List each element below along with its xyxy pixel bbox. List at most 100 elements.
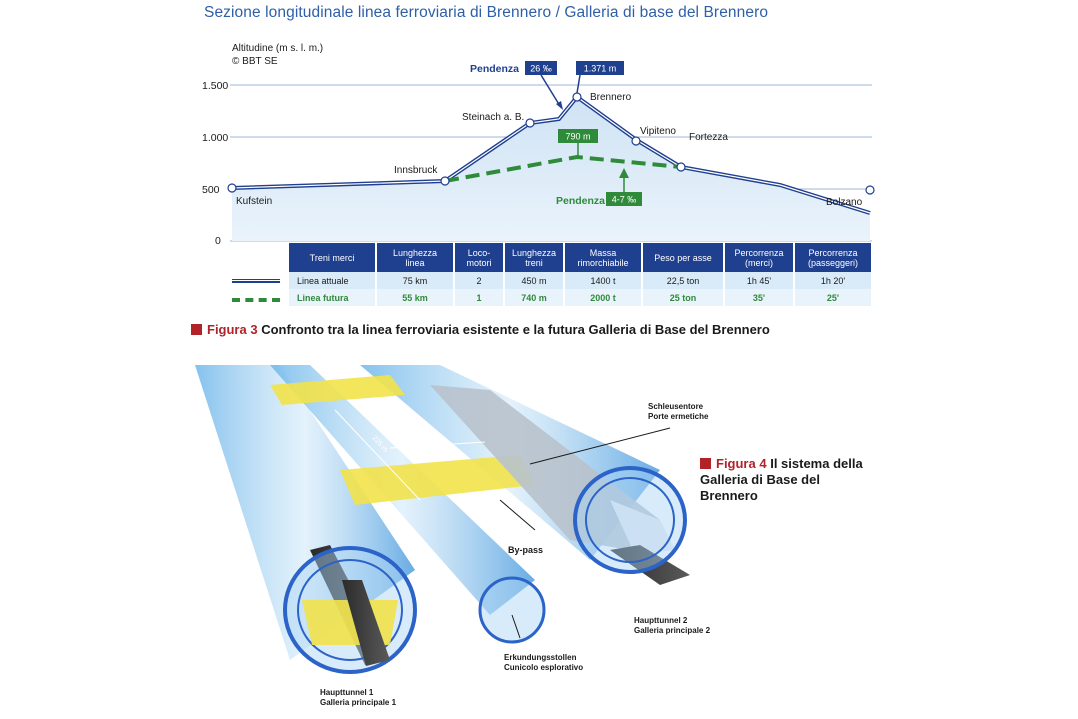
future-line-profile	[444, 154, 682, 183]
station-marker-brennero	[572, 92, 582, 102]
gradient-badge-current	[525, 61, 557, 75]
exploratory-opening	[478, 576, 546, 644]
exploratory-pointer	[511, 614, 521, 639]
station-label-bolzano: Bolzano	[826, 197, 863, 208]
summit-badge-future	[558, 129, 598, 143]
tunnel1-label-it: Galleria principale 1	[320, 698, 397, 707]
col-header-line-2: treni	[525, 257, 543, 268]
tunnel2-label-it: Galleria principale 2	[634, 626, 711, 635]
figure3-text: Confronto tra la linea ferroviaria esist…	[261, 322, 770, 337]
figure4-caption: Figura 4 Il sistema della Galleria di Ba…	[700, 456, 870, 504]
tunnel2-opening	[573, 466, 687, 574]
figure4-number: Figura 4	[716, 456, 767, 471]
col-header-line-2: (merci)	[745, 257, 773, 268]
rail-tunnel2	[610, 545, 690, 585]
tunnel2-label: Haupttunnel 2 Galleria principale 2	[634, 616, 710, 636]
figure4-text: Il sistema della Galleria di Base del Br…	[700, 456, 863, 503]
tunnel2-label-de: Haupttunnel 2	[634, 616, 688, 625]
table-cell: Linea attuale	[289, 272, 377, 289]
page-title: Sezione longitudinale linea ferroviaria …	[204, 4, 769, 21]
tunnel-system-illustration: 225 m 70 m	[195, 365, 690, 674]
station-marker-vipiteno	[631, 136, 641, 146]
dimension-label-short: 70 m	[430, 439, 446, 446]
col-header-line-2: rimorchiabile	[577, 257, 629, 268]
col-header-line-1: Peso per asse	[654, 252, 712, 263]
ytick-0: 0	[215, 235, 221, 247]
bypass-label: By-pass	[508, 545, 544, 555]
gate-pointer	[529, 427, 671, 465]
table-cell: 22,5 ton	[642, 272, 725, 289]
bypass-passage-upper	[270, 375, 405, 405]
summit-badge-current	[576, 61, 624, 75]
station-label-vipiteno: Vipiteno	[640, 126, 676, 137]
pendenza-label-future: Pendenza	[556, 195, 605, 207]
figure3-number: Figura 3	[207, 322, 258, 337]
summit-badge-future-text: 790 m	[565, 132, 590, 142]
ytick-1000: 1.000	[202, 132, 228, 144]
table-row: Linea attuale 75 km 2 450 m 1400 t 22,5 …	[289, 272, 871, 289]
station-marker-bolzano	[865, 185, 875, 195]
train-nose	[610, 500, 675, 555]
table-cell: 1400 t	[564, 272, 643, 289]
ytick-500: 500	[202, 184, 220, 196]
caption-marker-square	[700, 458, 711, 469]
col-header-line-1: Percorrenza	[808, 247, 858, 258]
tunnel2-opening-inner	[585, 477, 675, 563]
table-cell: 2000 t	[564, 289, 643, 306]
y-axis-label: Altitudine (m s. l. m.)	[232, 43, 323, 54]
exploratory-label: Erkundungsstollen Cunicolo esplorativo	[504, 653, 583, 673]
table-cell: Linea futura	[289, 289, 377, 306]
table-cell: 450 m	[504, 272, 565, 289]
train	[430, 385, 660, 550]
station-marker-steinach	[525, 118, 535, 128]
gate-label: Schleusentore Porte ermetiche	[648, 402, 708, 422]
station-label-kufstein: Kufstein	[236, 196, 272, 207]
gradient-pointer-future-head	[619, 168, 629, 178]
dimension-line-long	[334, 409, 421, 501]
col-header-peso-asse: Peso per asse	[642, 243, 725, 272]
col-header-line-1: Treni merci	[309, 252, 355, 263]
table-cell: 1h 20'	[794, 272, 871, 289]
gradient-badge-current-text: 26 ‰	[530, 64, 552, 74]
station-label-brennero: Brennero	[590, 92, 632, 103]
source-credit: © BBT SE	[232, 56, 278, 67]
table-cell: 35'	[724, 289, 795, 306]
col-header-line-1: Percorrenza	[734, 247, 784, 258]
tunnel1-label: Haupttunnel 1 Galleria principale 1	[320, 688, 396, 708]
figure3-caption: Figura 3 Confronto tra la linea ferrovia…	[191, 322, 770, 337]
station-label-fortezza: Fortezza	[689, 132, 728, 143]
terrain-area	[232, 97, 870, 241]
station-marker-fortezza	[676, 162, 686, 172]
gradient-pointer-current	[540, 74, 561, 107]
gate-label-it: Porte ermetiche	[648, 412, 709, 421]
gate-label-de: Schleusentore	[648, 402, 704, 411]
table-cell: 55 km	[376, 289, 455, 306]
col-header-line-1: Loco-	[467, 247, 491, 258]
station-label-innsbruck: Innsbruck	[394, 165, 438, 176]
elevation-profile-chart: Altitudine (m s. l. m.) © BBT SE 1.500 1…	[202, 43, 875, 247]
col-header-treni-merci: Treni merci	[289, 243, 377, 272]
bypass-pointer	[499, 499, 536, 531]
caption-marker-square	[191, 324, 202, 335]
col-header-line-1: Lunghezza	[392, 247, 438, 258]
col-header-percorrenza-merci: Percorrenza(merci)	[724, 243, 795, 272]
legend-future-line	[232, 298, 280, 302]
station-marker-kufstein	[227, 183, 237, 193]
exploratory-label-de: Erkundungsstollen	[504, 653, 577, 662]
summit-pointer-current	[576, 74, 581, 94]
summit-badge-current-text: 1.371 m	[584, 64, 617, 74]
tunnel1-label-de: Haupttunnel 1	[320, 688, 374, 697]
col-header-locomotori: Loco-motori	[454, 243, 505, 272]
ytick-1500: 1.500	[202, 80, 228, 92]
legend-current-line	[232, 279, 280, 283]
dimension-line-short	[389, 441, 486, 449]
col-header-line-2: motori	[466, 257, 492, 268]
table-cell: 740 m	[504, 289, 565, 306]
col-header-percorrenza-passeggeri: Percorrenza(passeggeri)	[794, 243, 871, 272]
table-cell: 25 ton	[642, 289, 725, 306]
table-cell: 1h 45'	[724, 272, 795, 289]
